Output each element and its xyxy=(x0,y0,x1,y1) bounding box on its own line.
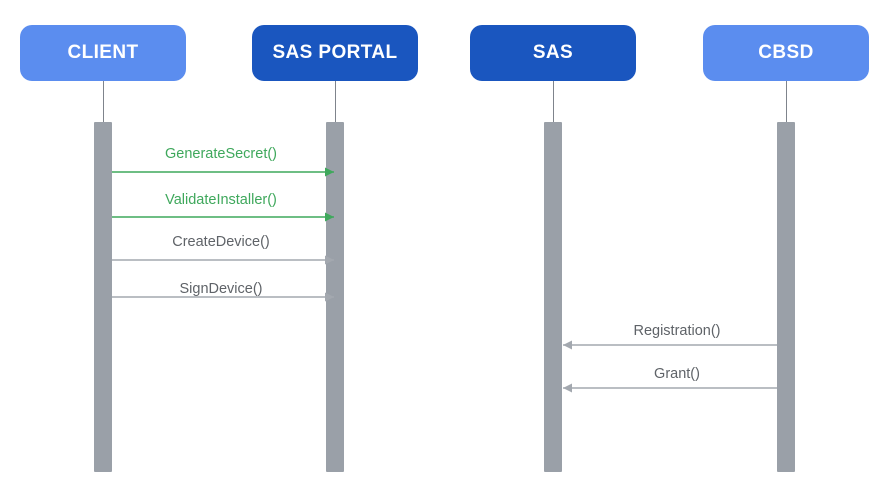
message-label-generate-secret: GenerateSecret() xyxy=(164,146,278,162)
actor-label-sas-portal: SAS PORTAL xyxy=(272,42,398,63)
lifeline-client xyxy=(103,81,104,122)
arrowhead-create-device xyxy=(325,255,334,265)
arrowhead-sign-device xyxy=(325,292,334,302)
arrowhead-registration xyxy=(563,340,572,350)
activation-bar-sas xyxy=(544,122,562,472)
actor-box-client[interactable]: CLIENT xyxy=(20,25,186,81)
actor-label-client: CLIENT xyxy=(67,42,139,63)
lifeline-sas-portal xyxy=(335,81,336,122)
arrowhead-generate-secret xyxy=(325,167,334,177)
message-label-registration: Registration() xyxy=(633,323,721,339)
actor-label-sas: SAS xyxy=(532,42,574,63)
activation-bar-cbsd xyxy=(777,122,795,472)
actor-box-sas[interactable]: SAS xyxy=(470,25,636,81)
arrowhead-validate-installer xyxy=(325,212,334,222)
actor-label-cbsd: CBSD xyxy=(758,42,814,63)
arrowhead-grant xyxy=(563,383,572,393)
actor-box-sas-portal[interactable]: SAS PORTAL xyxy=(252,25,418,81)
activation-bar-sas-portal xyxy=(326,122,344,472)
message-label-validate-installer: ValidateInstaller() xyxy=(165,192,277,208)
message-label-sign-device: SignDevice() xyxy=(179,281,263,297)
activation-bar-client xyxy=(94,122,112,472)
lifeline-cbsd xyxy=(786,81,787,122)
message-label-create-device: CreateDevice() xyxy=(172,234,270,250)
actor-box-cbsd[interactable]: CBSD xyxy=(703,25,869,81)
message-label-grant: Grant() xyxy=(654,366,700,382)
lifeline-sas xyxy=(553,81,554,122)
